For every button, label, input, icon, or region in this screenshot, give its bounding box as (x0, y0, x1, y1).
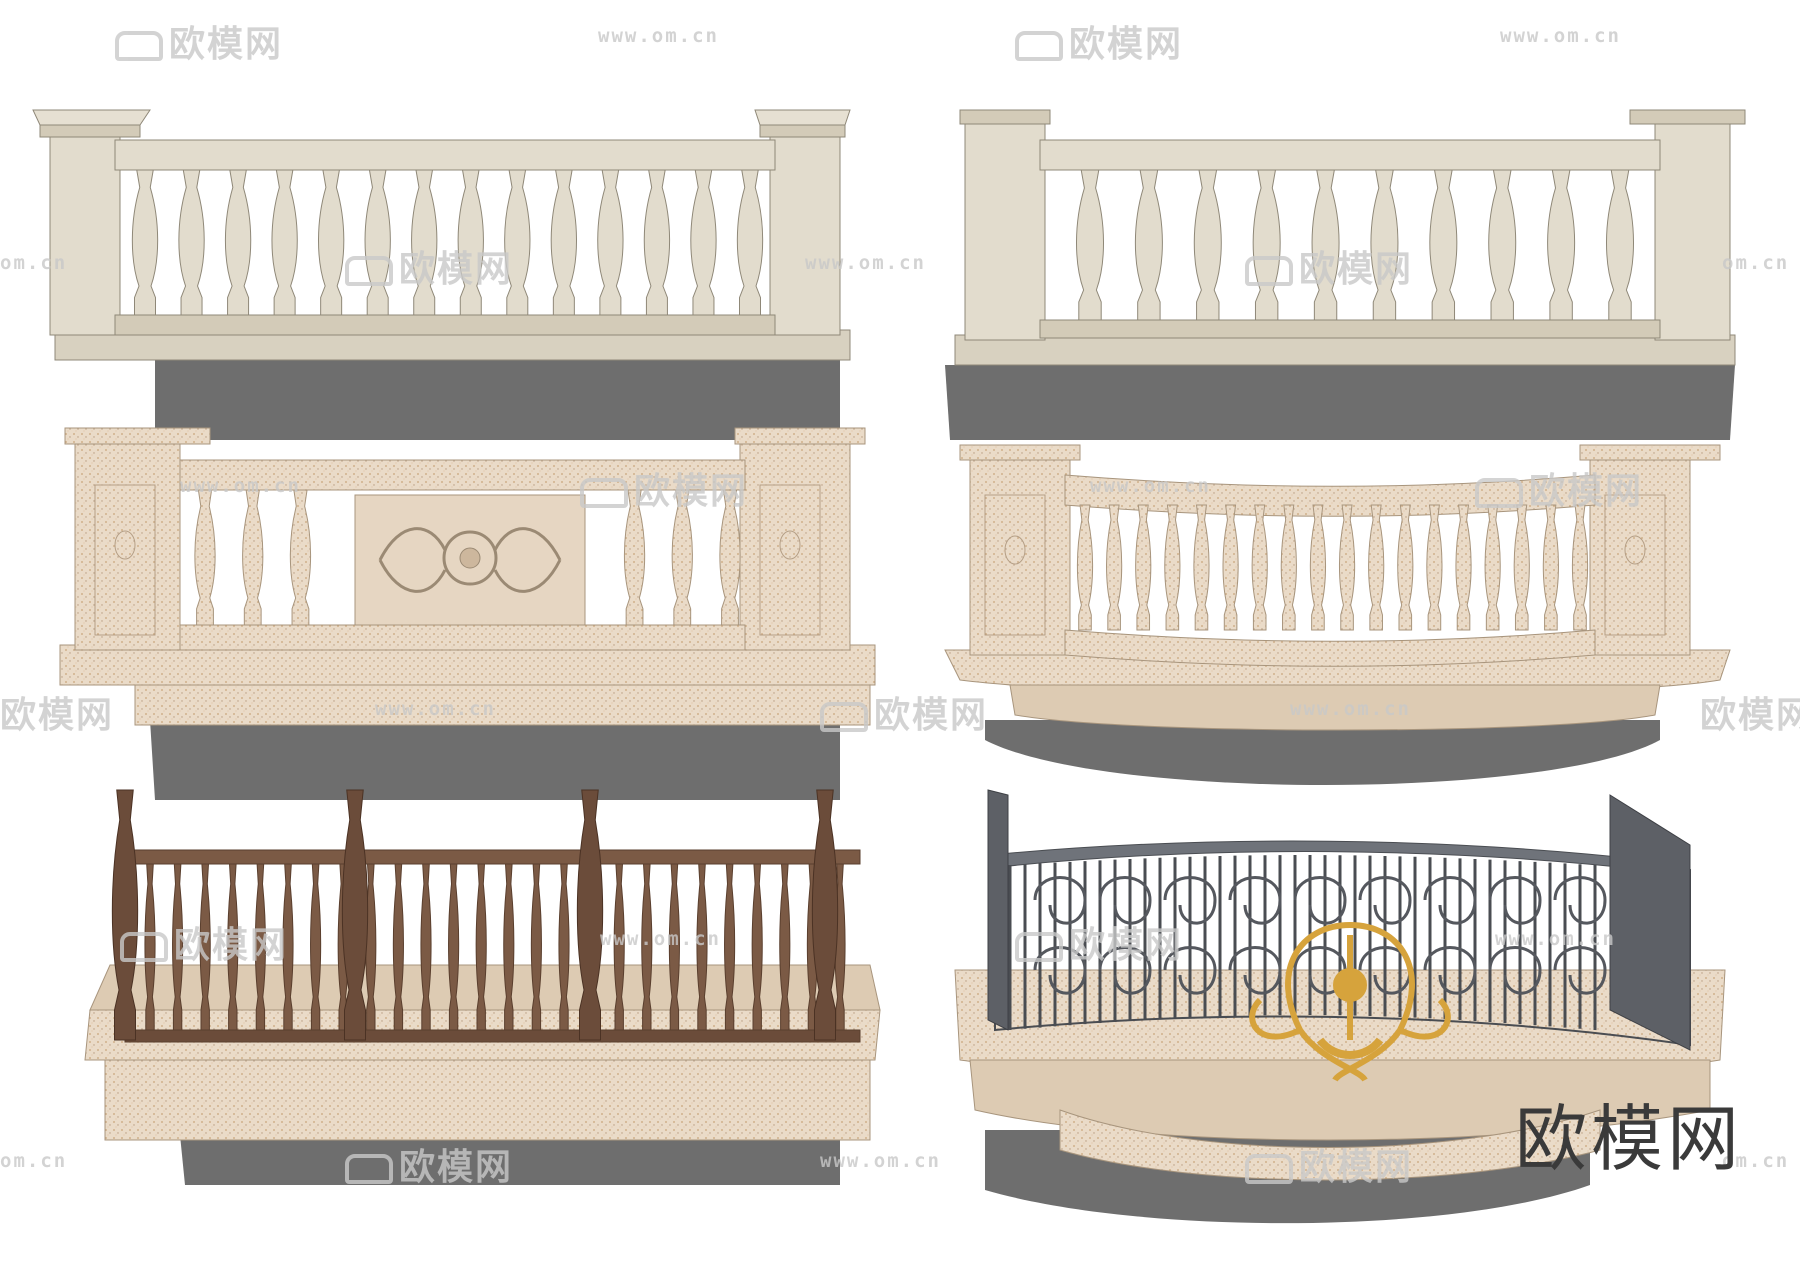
baluster (457, 169, 484, 316)
iron-side-panel-right (1609, 794, 1691, 1051)
iron-scroll (1553, 946, 1607, 995)
baluster (643, 169, 671, 316)
iron-scroll (1163, 876, 1217, 925)
baluster (227, 863, 239, 1031)
baluster (1164, 504, 1181, 631)
baluster (1429, 169, 1458, 321)
baluster (576, 789, 604, 1041)
baluster (1338, 504, 1356, 631)
baluster (696, 863, 708, 1031)
balustrade-granite-carved-panel (59, 427, 876, 800)
baluster (530, 863, 542, 1031)
iron-scroll (1488, 946, 1542, 995)
baluster (1571, 504, 1589, 631)
iron-scroll (1033, 946, 1087, 995)
baluster (1280, 504, 1297, 631)
baluster (224, 169, 252, 316)
baluster (475, 863, 487, 1031)
baluster (289, 489, 312, 626)
baluster (1606, 169, 1634, 321)
baluster (1193, 169, 1222, 321)
baluster (1547, 169, 1576, 321)
iron-scroll (1228, 946, 1282, 995)
iron-scroll (1098, 876, 1152, 925)
iron-scroll (1163, 946, 1217, 995)
baluster (1309, 504, 1327, 631)
gold-crest-ornament (1249, 922, 1451, 1082)
baluster (1193, 504, 1210, 631)
baluster (1488, 169, 1517, 321)
baluster (411, 169, 438, 316)
baluster (254, 863, 266, 1031)
baluster (242, 489, 264, 626)
baluster (1311, 169, 1340, 321)
balustrade-plain-straight (32, 109, 851, 440)
balustrade-plain-tall-posts (945, 109, 1746, 440)
baluster (1106, 504, 1123, 631)
balustrade-wrought-iron-curved (954, 789, 1726, 1224)
baluster (1135, 504, 1152, 631)
baluster (597, 169, 624, 316)
baluster (779, 863, 791, 1031)
baluster (310, 863, 322, 1031)
balustrade-granite-curved (944, 444, 1731, 785)
baluster (1484, 504, 1501, 631)
iron-scroll (1553, 876, 1607, 925)
baluster (194, 489, 216, 626)
baluster (1252, 169, 1281, 321)
baluster (811, 789, 839, 1041)
baluster (318, 169, 345, 316)
baluster (690, 169, 717, 316)
baluster (736, 169, 764, 316)
iron-scroll (1098, 946, 1152, 995)
baluster (111, 789, 139, 1041)
baluster (504, 169, 531, 316)
baluster (131, 169, 159, 316)
balustrade-wood-on-granite (84, 789, 881, 1185)
baluster (199, 863, 211, 1031)
iron-scroll (1358, 876, 1412, 925)
baluster (724, 863, 736, 1031)
baluster (172, 863, 184, 1031)
baluster (364, 169, 391, 316)
baluster (1513, 504, 1530, 631)
baluster (271, 169, 298, 316)
baluster (1076, 504, 1094, 631)
baluster (1368, 504, 1385, 631)
baluster (1134, 169, 1163, 321)
baluster (558, 863, 570, 1031)
baluster (1397, 504, 1414, 631)
baluster (1542, 504, 1559, 631)
iron-scroll (1423, 876, 1477, 925)
iron-scroll (1488, 876, 1542, 925)
baluster (392, 863, 404, 1031)
baluster (503, 863, 515, 1031)
baluster (668, 863, 680, 1031)
iron-scroll (1423, 946, 1477, 995)
baluster (719, 489, 741, 626)
baluster (282, 863, 294, 1031)
baluster (671, 489, 693, 626)
baluster (1426, 504, 1443, 631)
baluster (1370, 169, 1399, 321)
baluster (178, 169, 205, 316)
baluster (420, 863, 432, 1031)
baluster (144, 863, 156, 1031)
iron-scroll (1033, 876, 1087, 925)
baluster (641, 863, 653, 1031)
iron-scroll (1293, 876, 1347, 925)
iron-scroll (1228, 876, 1282, 925)
baluster (341, 789, 369, 1041)
baluster (613, 863, 625, 1031)
baluster (1222, 504, 1239, 631)
baluster (550, 169, 577, 316)
baluster (751, 863, 763, 1031)
baluster (1251, 504, 1268, 631)
baluster (1076, 169, 1104, 321)
baluster (623, 489, 646, 626)
baluster (448, 863, 460, 1031)
baluster (1455, 504, 1472, 631)
